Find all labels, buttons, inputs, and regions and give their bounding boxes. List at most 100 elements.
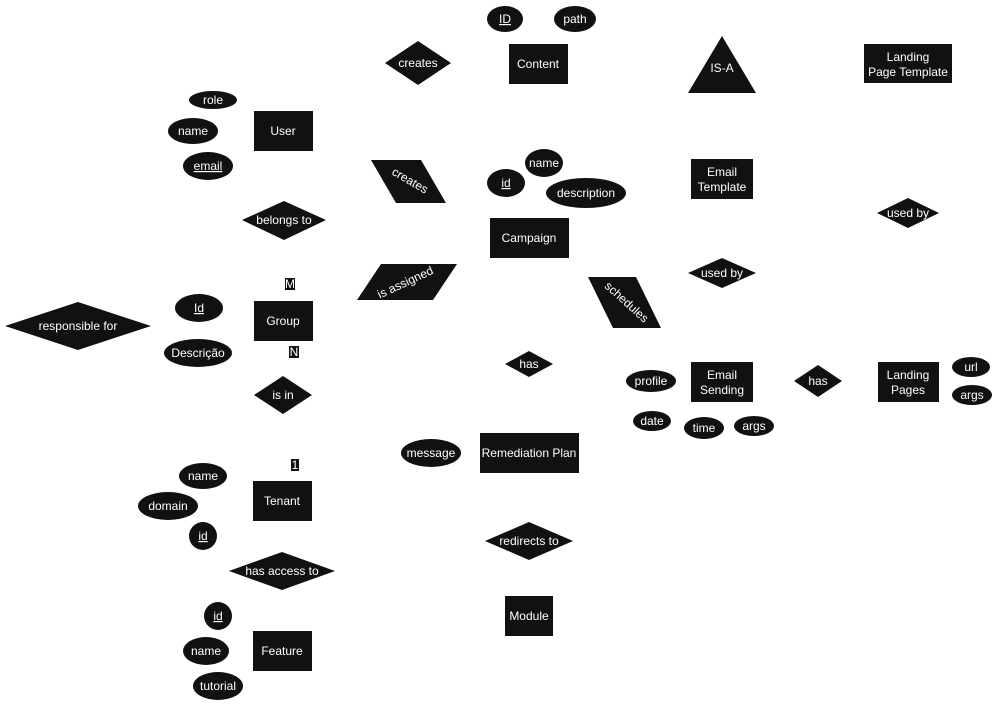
svg-text:has access to: has access to [245,564,319,578]
svg-text:id: id [501,176,510,190]
svg-text:used by: used by [887,206,929,220]
relationship-belongs-to: belongs to [242,201,326,240]
svg-text:args: args [742,419,765,433]
attribute-remediation-message: message [401,439,461,467]
attribute-landing-url: url [952,357,990,377]
attribute-user-email: email [183,152,233,180]
relationship-redirects-to: redirects to [485,522,573,560]
entity-landing-page-template: Landing Page Template [864,44,952,83]
svg-text:Module: Module [509,609,549,623]
svg-text:1: 1 [292,458,299,472]
relationship-is-assigned: is assigned [357,263,457,301]
cardinality-tenant-1: 1 [291,458,299,472]
attribute-user-role: role [189,91,237,109]
attribute-tenant-name: name [179,463,227,489]
relationship-is-in: is in [254,376,312,414]
attribute-sending-time: time [684,417,724,439]
svg-text:Email: Email [707,368,737,382]
entity-campaign: Campaign [490,218,569,258]
svg-text:responsible for: responsible for [39,319,118,333]
svg-text:Remediation Plan: Remediation Plan [482,446,577,460]
attribute-campaign-description: description [546,178,626,208]
svg-text:creates: creates [398,56,437,70]
svg-text:path: path [563,12,586,26]
svg-text:domain: domain [148,499,187,513]
cardinality-group-m: M [285,277,295,291]
attribute-campaign-name: name [525,149,563,177]
attribute-group-descricao: Descrição [164,339,232,367]
entity-remediation-plan: Remediation Plan [480,433,579,473]
svg-text:email: email [194,159,223,173]
svg-text:has: has [519,357,538,371]
attribute-feature-id: id [204,602,232,630]
svg-text:N: N [290,345,299,359]
svg-text:Campaign: Campaign [502,231,557,245]
attribute-content-id: ID [487,6,523,32]
attribute-content-path: path [554,6,596,32]
relationship-creates-campaign: creates [371,160,446,203]
entity-user: User [254,111,313,151]
svg-text:ID: ID [499,12,511,26]
svg-text:role: role [203,93,223,107]
svg-text:id: id [213,609,222,623]
svg-text:description: description [557,186,615,200]
svg-text:Group: Group [266,314,300,328]
entity-tenant: Tenant [253,481,312,521]
svg-text:Page Template: Page Template [868,65,948,79]
svg-text:IS-A: IS-A [710,61,733,75]
entity-module: Module [505,596,553,636]
svg-text:Landing: Landing [887,50,930,64]
attribute-feature-name: name [183,637,229,665]
svg-text:Id: Id [194,301,204,315]
cardinality-group-n: N [289,345,299,359]
relationship-creates-content: creates [385,41,451,85]
relationship-has-landing: has [794,365,842,397]
svg-text:is in: is in [272,388,293,402]
svg-text:User: User [270,124,295,138]
attribute-tenant-id: id [189,522,217,550]
relationship-has-remediation: has [505,351,553,377]
relationship-used-by-landing: used by [877,198,939,228]
svg-text:belongs to: belongs to [256,213,312,227]
svg-text:name: name [178,124,208,138]
entity-content: Content [509,44,568,84]
relationship-schedules: schedules [588,277,661,328]
svg-text:time: time [693,421,716,435]
svg-text:Sending: Sending [700,383,744,397]
attribute-landing-args: args [952,385,992,405]
svg-text:date: date [640,414,664,428]
svg-text:Descrição: Descrição [171,346,225,360]
svg-text:name: name [188,469,218,483]
svg-text:tutorial: tutorial [200,679,236,693]
svg-text:Pages: Pages [891,383,925,397]
svg-text:Tenant: Tenant [264,494,301,508]
attribute-sending-profile: profile [626,370,676,392]
attribute-sending-args: args [734,416,774,436]
svg-text:profile: profile [635,374,668,388]
svg-text:message: message [407,446,456,460]
svg-text:Landing: Landing [887,368,930,382]
svg-text:args: args [960,388,983,402]
attribute-tenant-domain: domain [138,492,198,520]
entity-feature: Feature [253,631,312,671]
attribute-campaign-id: id [487,169,525,197]
svg-text:Content: Content [517,57,560,71]
svg-text:name: name [191,644,221,658]
svg-text:Feature: Feature [261,644,303,658]
attribute-user-name: name [168,118,218,144]
svg-text:Template: Template [698,180,747,194]
attribute-group-id: Id [175,294,223,322]
attribute-feature-tutorial: tutorial [193,672,243,700]
svg-text:has: has [808,374,827,388]
relationship-has-access-to: has access to [229,552,335,590]
entity-landing-pages: Landing Pages [878,362,939,402]
svg-text:id: id [198,529,207,543]
isa-triangle: IS-A [688,36,756,93]
svg-text:url: url [964,360,977,374]
svg-text:used by: used by [701,266,743,280]
svg-text:M: M [285,277,295,291]
entity-group: Group [254,301,313,341]
entity-email-template: Email Template [691,159,753,199]
relationship-used-by-email: used by [688,258,756,288]
